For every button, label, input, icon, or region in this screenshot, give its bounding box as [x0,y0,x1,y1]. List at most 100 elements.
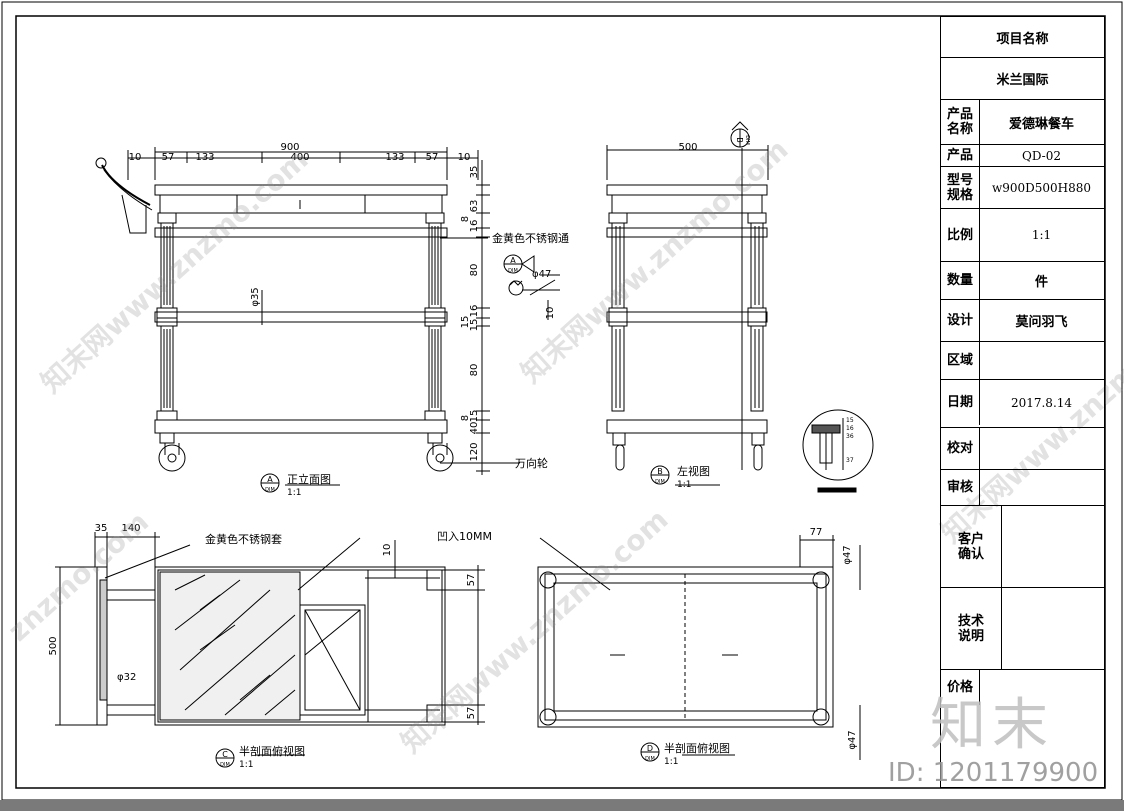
annotation-texts: 金黄色不锈钢通 万向轮 金黄色不锈钢套 凹入10MM [205,231,569,546]
tb-row-date: 日期 2017.8.14 [941,379,1104,425]
note-tube: 金黄色不锈钢通 [492,231,569,245]
dim-front-57b: 57 [426,152,439,163]
plan-d-scale: 1:1 [664,757,678,767]
dim-zoom-36: 36 [846,433,854,440]
dim-tube-dia: φ35 [250,287,261,306]
dim-d-77: 77 [810,527,823,538]
dim-r-16b: 16 [469,305,480,318]
dim-c-32: φ32 [117,672,136,683]
dim-r-40: 40 [469,422,480,435]
dim-c-500: 500 [48,636,59,655]
dim-c-140: 140 [121,523,140,534]
tb-value [979,342,1104,379]
plan-c-tag: DIM [220,762,230,768]
image-id: ID: 1201179900 [888,758,1099,788]
detail-a-tag: DIM [508,268,518,274]
site-logo: 知末 [930,693,1054,758]
note-recess: 凹入10MM [437,530,492,543]
dim-front-133b: 133 [385,152,404,163]
dim-zoom-15: 15 [846,417,854,424]
front-elevation [95,147,520,486]
tb-label: 价格 [941,670,980,705]
tb-value: 1:1 [1031,228,1052,242]
dimension-texts: 900 10 57 133 400 133 57 10 35 63 16 8 8… [48,142,858,750]
dim-front-10b: 10 [458,152,471,163]
dim-d-47a: φ47 [842,545,853,564]
tb-label: 客户确认 [941,506,1002,587]
tb-label: 区域 [941,342,980,379]
plan-c-letter: C [222,750,228,759]
tb-row-design: 设计 莫问羽飞 [941,299,1104,341]
dim-front-57a: 57 [162,152,175,163]
dim-zoom-37: 37 [846,457,854,464]
dim-r-8: 8 [460,216,471,222]
dim-detail-dia: φ47 [532,269,551,280]
dim-r-15a: 15 [460,316,471,329]
dim-r-8b: 8 [460,415,471,421]
detail-b-tag: DIM [744,135,750,145]
tb-value: 件 [1034,275,1048,290]
tb-row-scale: 比例 1:1 [941,208,1104,261]
tb-project-label-row: 项目名称 [941,17,1104,57]
tb-label: 产品 [941,145,980,166]
side-title: 左视图 [677,464,710,478]
dim-detail-10: 10 [545,307,556,320]
dim-c-57b: 57 [466,707,477,720]
plan-d-title: 半剖面俯视图 [664,741,730,755]
tb-label: 设计 [941,300,980,341]
detail-b-letter: B [735,137,744,143]
view-bubbles [215,121,750,768]
dim-front-133a: 133 [195,152,214,163]
tb-value [979,506,1104,587]
note-wheel: 万向轮 [515,456,548,470]
plan-d-tag: DIM [645,756,655,762]
side-view [606,145,769,486]
tb-value: 2017.8.14 [1010,395,1073,410]
note-sleeve: 金黄色不锈钢套 [205,532,282,546]
tb-row-spec: 型号规格 w900D500H880 [941,166,1104,208]
dim-r-80b: 80 [469,364,480,377]
front-letter: A [267,475,273,484]
tb-row-client: 客户确认 [941,505,1104,587]
dim-r-15c: 15 [469,410,480,423]
side-letter: B [657,467,663,476]
side-tag: DIM [655,479,665,485]
tb-value [979,588,1104,669]
tb-value: QD-02 [1021,148,1061,163]
plan-c-scale: 1:1 [239,760,253,770]
front-scale: 1:1 [287,488,301,498]
dim-r-80a: 80 [469,264,480,277]
tb-row-product-name: 产品名称 爱德琳餐车 [941,99,1104,144]
tb-row-review: 审核 [941,469,1104,505]
dim-side-depth: 500 [678,142,697,153]
tb-value: 莫问羽飞 [1015,315,1068,330]
tb-label: 型号规格 [941,167,980,208]
tb-label: 审核 [941,470,980,505]
plan-c-title: 半剖面俯视图 [239,744,305,758]
tb-value: 爱德琳餐车 [1008,116,1074,132]
tb-row-model: 产品 QD-02 [941,144,1104,166]
inner-border [15,15,1106,789]
tb-label: 日期 [941,380,980,425]
tb-value [979,470,1104,505]
detail-a-letter: A [510,256,516,265]
tb-project-value-row: 米兰国际 [941,57,1104,99]
side-scale: 1:1 [677,480,691,490]
dim-r-63: 63 [469,200,480,213]
plan-c [55,532,485,756]
dim-front-10a: 10 [129,152,142,163]
tb-project-label: 项目名称 [996,31,1049,47]
dim-c-57a: 57 [466,574,477,587]
front-tag: DIM [265,487,275,493]
dim-r-35: 35 [469,166,480,179]
plan-d [537,535,861,760]
dim-r-120: 120 [469,442,480,461]
dim-r-15b: 15 [469,319,480,332]
plan-d-letter: D [647,744,653,753]
tb-row-tech: 技术说明 [941,587,1104,669]
tb-project-value: 米兰国际 [996,73,1049,88]
tb-row-price: 价格 [941,669,1104,705]
tb-label: 技术说明 [941,588,1002,669]
detail-zoom [508,274,874,493]
